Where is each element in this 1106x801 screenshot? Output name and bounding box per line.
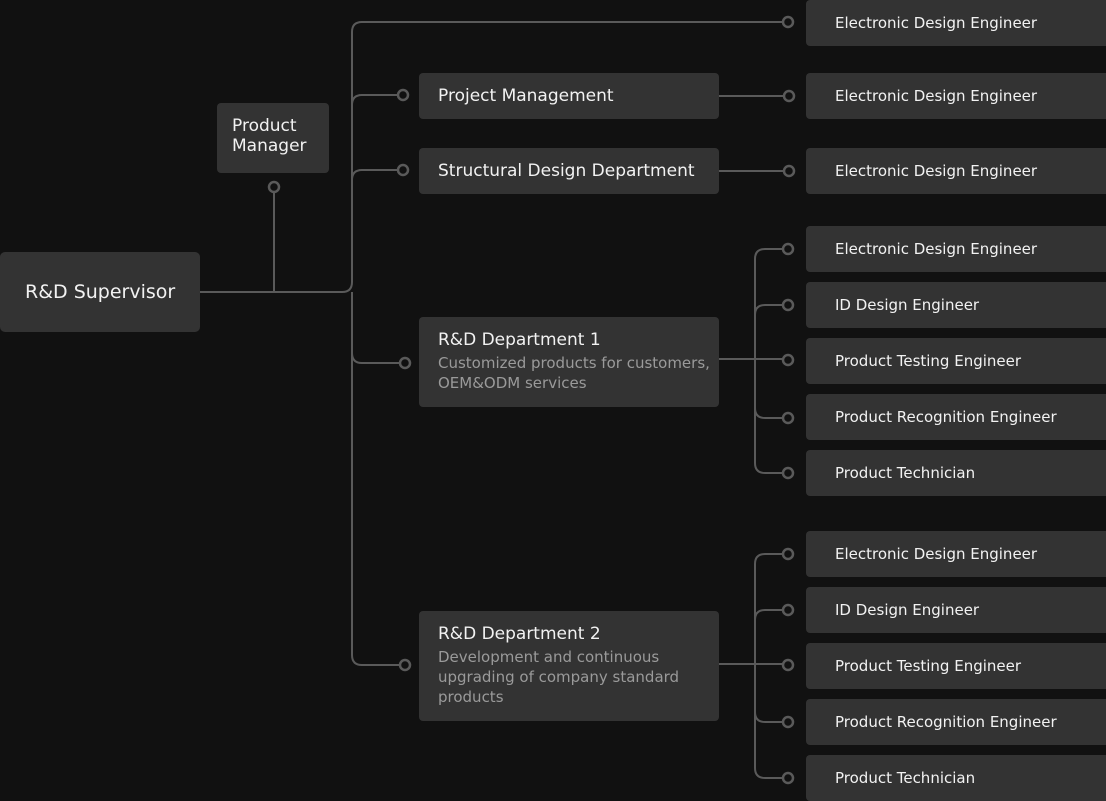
connector-dot <box>781 298 795 312</box>
connector-rd1-branch <box>754 304 783 359</box>
connector-dot <box>398 658 412 672</box>
connector-rd1-branch <box>754 359 783 474</box>
connector-root-trunk <box>200 281 353 293</box>
dept-label: Structural Design Department <box>438 161 695 181</box>
connector-rd2-branch <box>754 609 783 664</box>
connector-rd1-branch <box>754 359 783 419</box>
leaf-product-technician[interactable]: Product Technician <box>806 450 1106 496</box>
leaf-label: Electronic Design Engineer <box>835 545 1038 563</box>
leaf-label: ID Design Engineer <box>835 601 980 619</box>
connector-dot <box>781 353 795 367</box>
leaf-label: Electronic Design Engineer <box>835 162 1038 180</box>
connector-rd1-branch <box>754 248 783 359</box>
connector-dot <box>782 164 796 178</box>
connector-trunk-down <box>351 292 399 666</box>
leaf-label: Electronic Design Engineer <box>835 240 1038 258</box>
connector-rd2-branch <box>754 664 783 723</box>
connector-dot <box>396 163 410 177</box>
leaf-label: Product Technician <box>835 464 976 482</box>
connector-structural <box>351 169 398 181</box>
leaf-label: Product Recognition Engineer <box>835 713 1057 731</box>
connector-dot <box>267 180 281 194</box>
leaf-label: Electronic Design Engineer <box>835 87 1038 105</box>
dept-label: Project Management <box>438 86 614 106</box>
connector-dot <box>781 771 795 785</box>
connector-dot <box>782 89 796 103</box>
leaf-electronic-design-engineer[interactable]: Electronic Design Engineer <box>806 148 1106 194</box>
dept-description: Development and continuous upgrading of … <box>438 648 680 706</box>
connector-direct-leaf <box>351 21 783 282</box>
connector-dot <box>396 88 410 102</box>
connector-dot <box>398 356 412 370</box>
dept-label: R&D Department 2 <box>438 624 601 644</box>
leaf-label: Product Technician <box>835 769 976 787</box>
leaf-product-technician[interactable]: Product Technician <box>806 755 1106 801</box>
dept-rd-1[interactable]: R&D Department 1 Customized products for… <box>419 317 719 407</box>
connector-project-management <box>351 94 398 106</box>
leaf-electronic-design-engineer[interactable]: Electronic Design Engineer <box>806 531 1106 577</box>
leaf-product-testing-engineer[interactable]: Product Testing Engineer <box>806 643 1106 689</box>
leaf-id-design-engineer[interactable]: ID Design Engineer <box>806 587 1106 633</box>
root-label: R&D Supervisor <box>25 281 176 303</box>
connector-dot <box>781 466 795 480</box>
leaf-product-recognition-engineer[interactable]: Product Recognition Engineer <box>806 699 1106 745</box>
dept-rd-2[interactable]: R&D Department 2 Development and continu… <box>419 611 719 721</box>
connector-rd2-branch <box>754 553 783 664</box>
leaf-id-design-engineer[interactable]: ID Design Engineer <box>806 282 1106 328</box>
dept-description: Customized products for customers, OEM&O… <box>438 354 710 392</box>
connector-dot <box>781 658 795 672</box>
leaf-product-testing-engineer[interactable]: Product Testing Engineer <box>806 338 1106 384</box>
leaf-product-recognition-engineer[interactable]: Product Recognition Engineer <box>806 394 1106 440</box>
connector-dot <box>781 603 795 617</box>
connector-dot <box>781 547 795 561</box>
dept-label: R&D Department 1 <box>438 330 601 350</box>
product-manager-node[interactable]: Product Manager <box>217 103 329 173</box>
connector-rd1 <box>351 292 400 364</box>
leaf-label: Product Testing Engineer <box>835 657 1022 675</box>
dept-structural-design[interactable]: Structural Design Department <box>419 148 719 194</box>
root-node-rd-supervisor[interactable]: R&D Supervisor <box>0 252 200 332</box>
leaf-label: ID Design Engineer <box>835 296 980 314</box>
connector-dot <box>781 411 795 425</box>
connector-dot <box>781 15 795 29</box>
connector-dot <box>781 715 795 729</box>
leaf-label: Product Recognition Engineer <box>835 408 1057 426</box>
leaf-electronic-design-engineer[interactable]: Electronic Design Engineer <box>806 226 1106 272</box>
connector-rd2-branch <box>754 664 783 779</box>
leaf-label: Electronic Design Engineer <box>835 14 1038 32</box>
leaf-electronic-design-engineer[interactable]: Electronic Design Engineer <box>806 73 1106 119</box>
leaf-electronic-design-engineer[interactable]: Electronic Design Engineer <box>806 0 1106 46</box>
product-manager-label: Product Manager <box>232 116 307 156</box>
leaf-label: Product Testing Engineer <box>835 352 1022 370</box>
dept-project-management[interactable]: Project Management <box>419 73 719 119</box>
connector-dot <box>781 242 795 256</box>
